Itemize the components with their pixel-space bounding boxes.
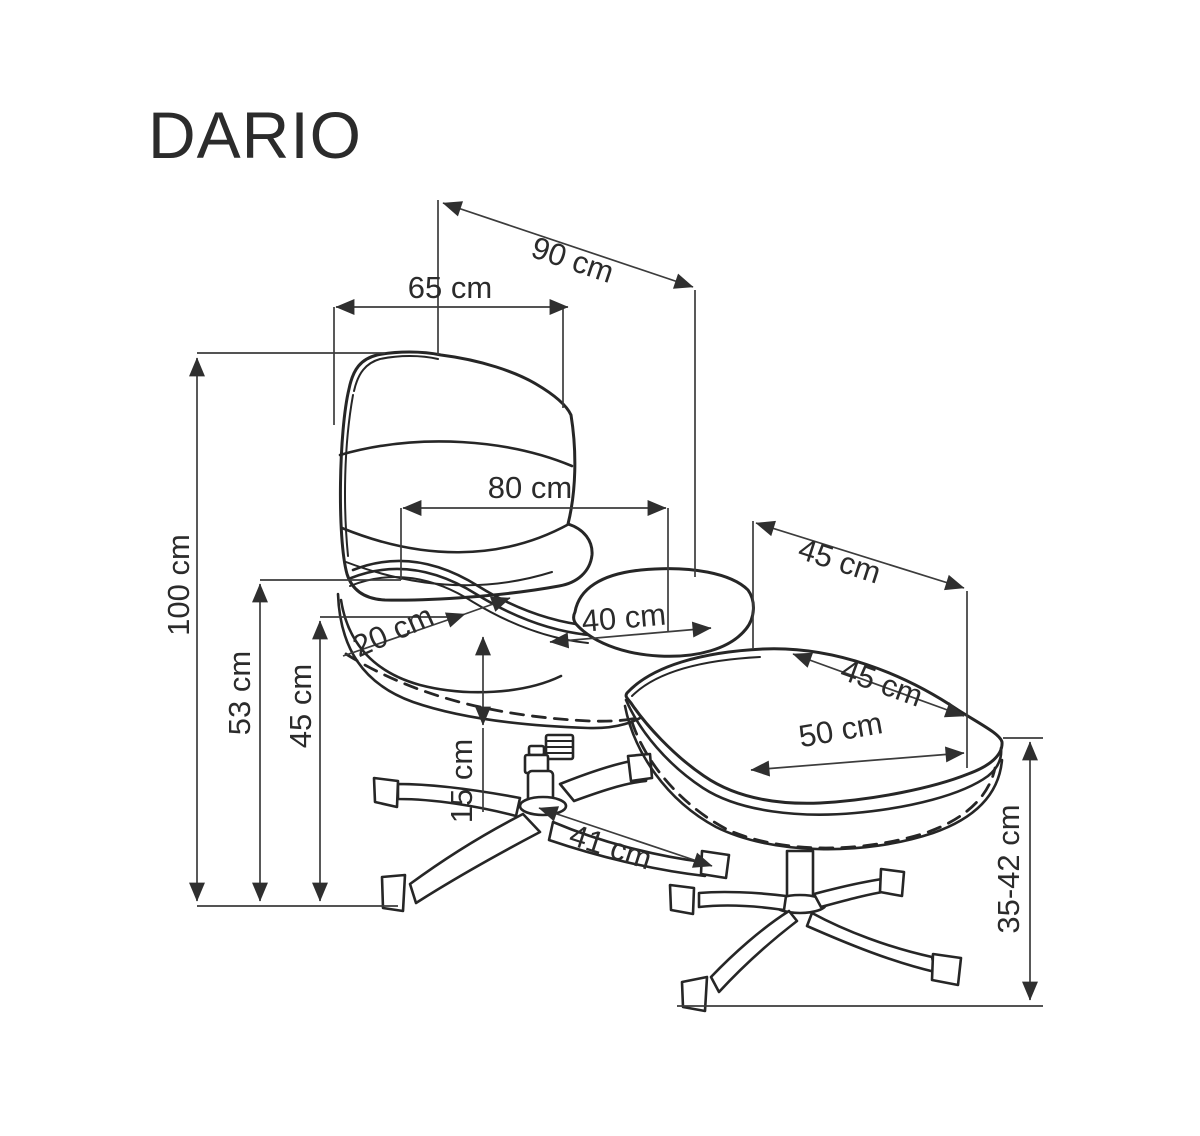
dim-41cm-label: 41 cm [565,817,656,876]
dimension-lines [189,201,1038,1001]
ottoman-cushion-rim [624,698,1003,816]
product-title: DARIO [148,98,362,172]
dimension-labels: 90 cm 65 cm 80 cm 40 cm 20 cm 100 cm 53 … [161,230,1026,934]
dim-line-41cm [538,806,713,868]
chair-backrest-fold-line [353,355,439,392]
dim-20cm-label: 20 cm [347,598,438,664]
chair-lumbar-seam [340,522,571,554]
chair-shell-stitch-seam [344,652,655,723]
ottoman-drawing [623,647,1004,1013]
extension-lines [197,200,1043,1007]
chair-seat-shell [336,592,652,730]
dim-90cm-label: 90 cm [527,230,618,290]
chair-headrest-seam [338,440,574,468]
dim-53cm-label: 53 cm [222,651,257,735]
chair-armrest-edge-1 [351,559,592,628]
ottoman-star-base [668,867,963,1013]
ottoman-cushion-piping [631,656,761,697]
ottoman-stitch-seam [630,720,997,850]
dim-15cm-label: 15 cm [444,739,479,823]
chair-backrest [338,350,594,602]
chair-seat-cushion-edge [339,598,563,694]
chair-gas-lift [523,733,575,805]
dim-40cm-label: 40 cm [580,597,667,639]
chair-base-hub [518,795,568,817]
dim-35-42cm-label: 35-42 cm [991,804,1026,933]
dim-line-45cm-ottoman [792,652,965,718]
chair-backrest-left-fold [344,394,354,557]
dim-line-20cm-a [342,612,466,657]
dim-65cm-label: 65 cm [408,270,492,305]
recliner-chair-drawing [336,350,755,913]
dim-line-40cm [549,621,712,649]
dim-line-20cm-b [464,596,511,615]
dim-line-50cm [750,746,965,777]
dim-100cm-label: 100 cm [161,534,196,636]
dim-45cm-side-label: 45 cm [283,664,318,748]
dim-line-90cm [442,201,694,289]
dim-80cm-label: 80 cm [488,470,572,505]
dim-45cm-upper-label: 45 cm [794,531,885,590]
dim-line-45cm-upper [755,520,965,591]
